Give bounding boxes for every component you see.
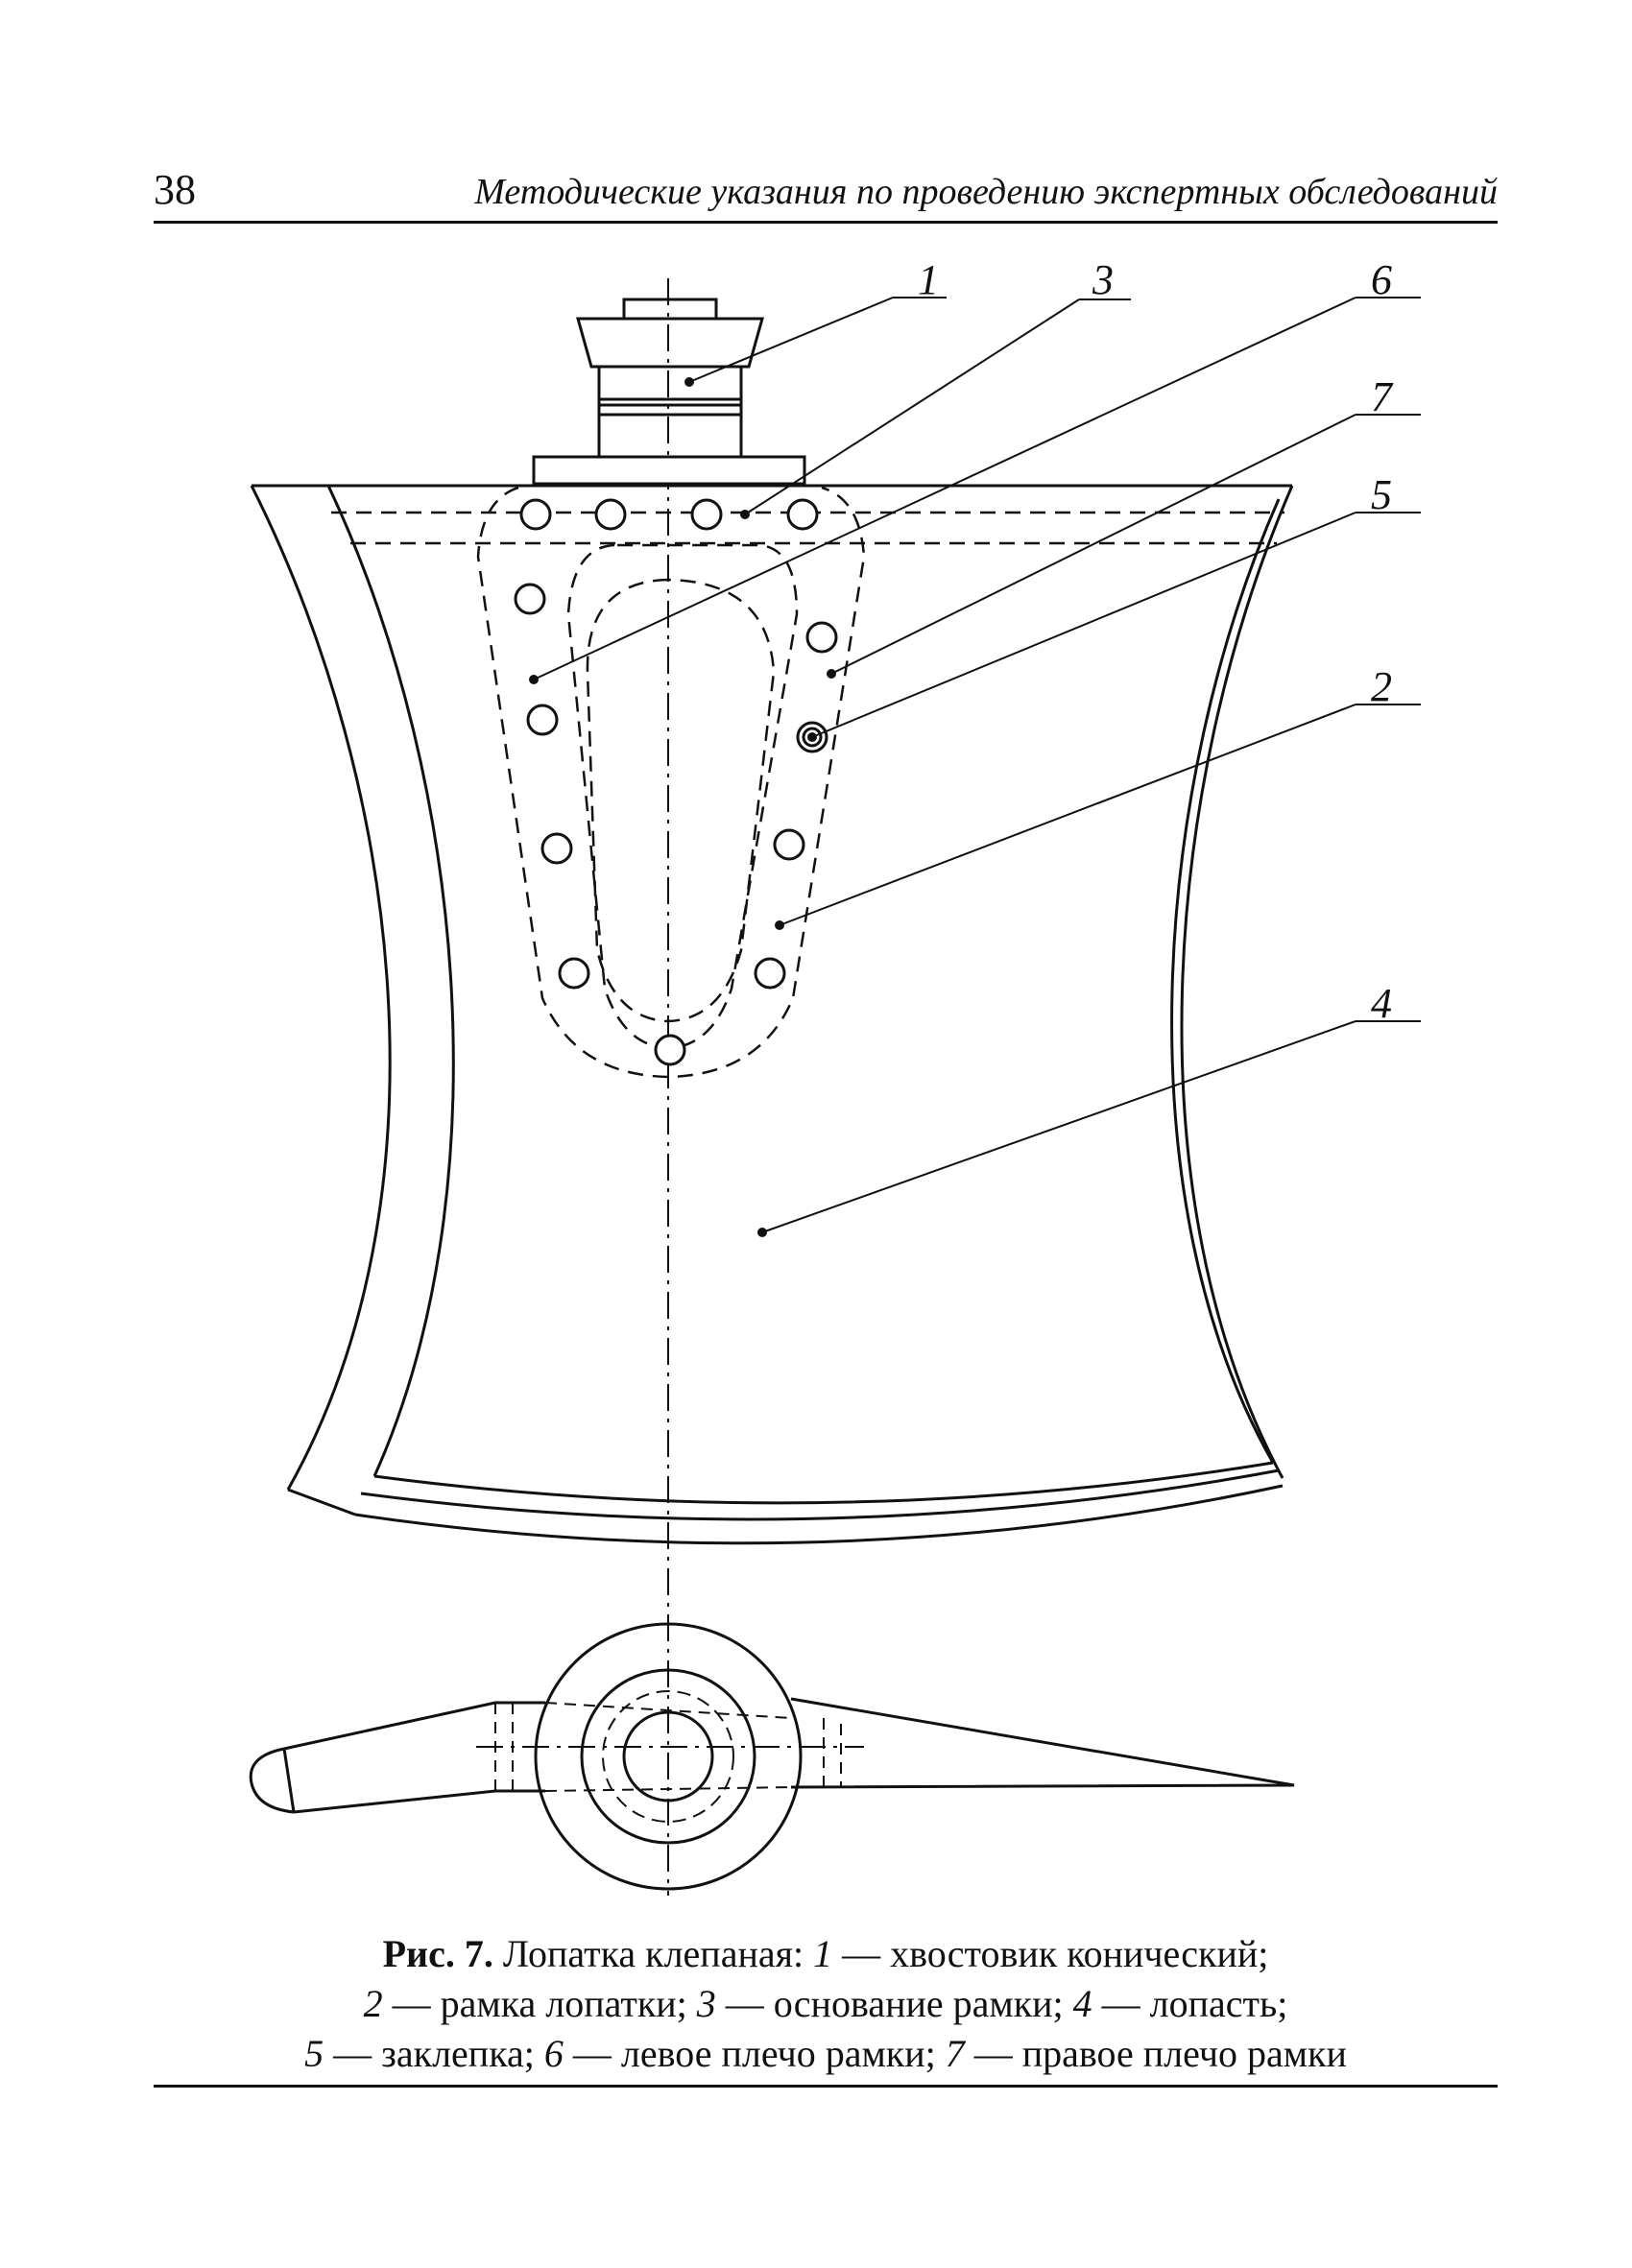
blade-body	[250, 484, 1294, 1545]
conical-shank	[532, 298, 806, 486]
caption-item-num: 4	[1072, 1982, 1092, 2025]
page-header: 38 Методические указания по проведению э…	[154, 165, 1498, 223]
plan-view	[249, 1622, 1295, 1891]
bottom-rule	[154, 2085, 1498, 2088]
rivets	[514, 498, 838, 1066]
leader-lines	[533, 297, 1421, 1233]
caption-item-text: — левое плечо рамки;	[563, 2032, 946, 2075]
callout-2: 2	[1371, 663, 1392, 710]
header-rule	[154, 221, 1498, 224]
frame-inner-window	[586, 578, 776, 1023]
caption-line-2: 2 — рамка лопатки; 3 — основание рамки; …	[154, 1979, 1498, 2029]
frame-outer-outline	[476, 486, 866, 1079]
caption-item-text: — хвостовик конический;	[832, 1932, 1269, 1975]
caption-prefix: Рис. 7.	[382, 1932, 493, 1975]
caption-item-num: 5	[304, 2032, 324, 2075]
caption-item-text: — основание рамки;	[715, 1982, 1073, 2025]
caption-item-num: 7	[945, 2032, 965, 2075]
caption-item-text: — правое плечо рамки	[964, 2032, 1347, 2075]
callout-5: 5	[1371, 471, 1392, 518]
figure-caption: Рис. 7. Лопатка клепаная: 1 — хвостовик …	[154, 1929, 1498, 2079]
caption-line-1: Рис. 7. Лопатка клепаная: 1 — хвостовик …	[154, 1929, 1498, 1979]
caption-item-text: — рамка лопатки;	[382, 1982, 697, 2025]
caption-item-text: — лопасть;	[1092, 1982, 1288, 2025]
caption-item-text: — заклепка;	[324, 2032, 544, 2075]
callout-6: 6	[1371, 256, 1392, 303]
callout-1: 1	[918, 256, 939, 303]
caption-item-num: 3	[696, 1982, 716, 2025]
caption-item-num: 1	[813, 1932, 833, 1975]
caption-item-num: 6	[543, 2032, 564, 2075]
running-title: Методические указания по проведению эксп…	[474, 172, 1498, 212]
caption-title: Лопатка клепаная:	[492, 1932, 814, 1975]
callout-7: 7	[1371, 373, 1394, 420]
callout-4: 4	[1371, 980, 1392, 1027]
caption-line-3: 5 — заклепка; 6 — левое плечо рамки; 7 —…	[154, 2029, 1498, 2079]
page-number: 38	[154, 166, 196, 213]
callout-3: 3	[1092, 256, 1114, 303]
caption-item-num: 2	[363, 1982, 383, 2025]
leader-dots	[529, 377, 836, 1237]
